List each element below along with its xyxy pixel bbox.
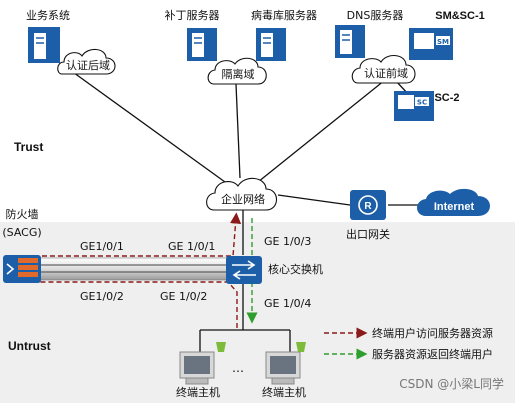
port-fw-bottom-label: GE1/0/2: [80, 290, 124, 303]
terminal-host-1-icon: [179, 342, 226, 385]
cloud-isolation-icon: [207, 57, 267, 85]
business-system-label: 业务系统: [26, 9, 70, 22]
terminal-host-2-icon: [265, 342, 306, 385]
firewall-icon: [3, 255, 41, 283]
core-switch-label: 核心交换机: [268, 262, 323, 276]
link-enterprise-gateway: [277, 194, 351, 206]
port-fw-top-label: GE1/0/1: [80, 240, 124, 253]
legend-green-label: 服务器资源返回终端用户: [372, 347, 493, 361]
port-up-label: GE 1/0/3: [264, 235, 311, 248]
business-server-icon: [28, 27, 60, 63]
port-sw-top-label: GE 1/0/1: [168, 240, 215, 253]
link-preauth-enterprise: [257, 79, 386, 183]
trust-zone-label: Trust: [14, 140, 43, 154]
router-glyph: R: [364, 201, 372, 212]
terminal-host-2-label: 终端主机: [262, 385, 306, 399]
cloud-enterprise-icon: [206, 177, 278, 211]
link-isolation-enterprise: [235, 83, 241, 179]
port-sw-bottom-label: GE 1/0/2: [160, 290, 207, 303]
sm-sc1-label: SM&SC-1: [435, 10, 485, 22]
egress-gateway-label: 出口网关: [346, 227, 390, 241]
cloud-isolation-label: 隔离域: [222, 67, 255, 81]
cloud-pre-auth-label: 认证前域: [364, 66, 408, 80]
trunk-link: [39, 257, 231, 281]
link-business-enterprise: [69, 69, 226, 183]
patch-server-icon: [187, 28, 217, 61]
watermark: CSDN @小梁L同学: [399, 376, 504, 391]
internet-cloud-icon: [417, 188, 490, 216]
dns-server-icon: [335, 25, 365, 58]
firewall-label: 防火墙: [6, 207, 39, 221]
legend: 终端用户访问服务器资源 服务器资源返回终端用户: [324, 326, 493, 361]
sc2-server-icon: SC: [394, 91, 434, 121]
internet-label: Internet: [434, 201, 475, 213]
dns-server-label: DNS服务器: [347, 9, 404, 22]
terminal-host-1-label: 终端主机: [176, 385, 220, 399]
cloud-pre-auth-icon: [351, 55, 416, 84]
port-down-label: GE 1/0/4: [264, 297, 311, 310]
legend-red-label: 终端用户访问服务器资源: [372, 326, 493, 340]
patch-server-label: 补丁服务器: [165, 9, 220, 22]
untrust-zone: [0, 222, 515, 403]
sc-badge-text: SC: [417, 99, 427, 107]
virus-server-icon: [256, 28, 286, 61]
cloud-enterprise-label: 企业网络: [221, 192, 265, 206]
untrust-zone-label: Untrust: [8, 339, 51, 353]
cloud-post-auth-icon: [57, 48, 116, 75]
firewall-model-label: (SACG): [2, 226, 41, 239]
router-icon: R: [350, 190, 386, 220]
cloud-post-auth-label: 认证后域: [66, 59, 110, 72]
hosts-ellipsis: …: [232, 361, 244, 375]
sm-sc1-server-icon: SM: [409, 28, 453, 60]
sm-badge-text: SM: [437, 38, 449, 46]
core-switch-icon: [226, 256, 262, 284]
sc2-label: SC-2: [434, 92, 459, 104]
virus-server-label: 病毒库服务器: [251, 8, 317, 22]
